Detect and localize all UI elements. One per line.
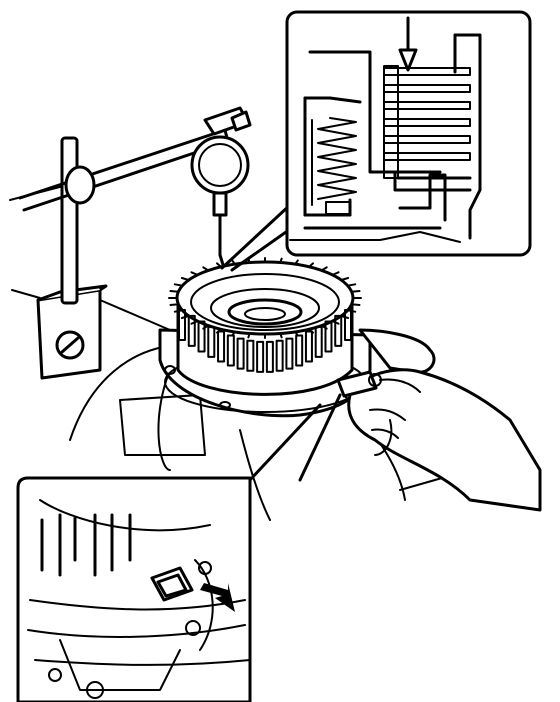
oil-passage-hole: [150, 566, 194, 602]
dial-indicator: [190, 106, 252, 270]
technician-hand: [336, 328, 542, 512]
drum-spline: [256, 340, 265, 373]
spline-tooth: [350, 290, 361, 293]
clutch-plate-stack: [383, 65, 472, 180]
indicator-stand-rod: [18, 128, 230, 305]
drum-spline: [295, 334, 304, 367]
detail-bottom-left: [16, 476, 252, 702]
drum-spline: [265, 340, 274, 373]
spline-tooth: [350, 303, 361, 306]
drum-spline: [207, 325, 216, 358]
spline-tooth: [180, 277, 190, 281]
drum-spline: [236, 337, 245, 370]
drum-spline: [314, 325, 323, 358]
callout-leaders: [220, 203, 342, 482]
drum-spline: [324, 320, 333, 353]
spline-tooth: [308, 262, 314, 268]
drum-lower-splines: [178, 309, 352, 373]
arrow-icon: [200, 583, 235, 612]
drum-spline: [217, 330, 226, 363]
spline-tooth: [340, 277, 350, 281]
spline-tooth: [231, 259, 236, 266]
drum-spline: [187, 314, 196, 347]
spline-tooth: [247, 332, 251, 339]
spline-tooth: [320, 266, 328, 272]
spline-tooth: [173, 283, 184, 287]
spline-tooth: [202, 266, 210, 272]
drum-spline: [285, 337, 294, 370]
drum-spline: [197, 320, 206, 353]
spline-tooth: [331, 271, 340, 276]
drum-spline: [275, 339, 284, 372]
drum-spline: [334, 314, 343, 347]
drum-spline-teeth: [168, 257, 362, 339]
drum-spline: [304, 330, 313, 363]
spline-tooth: [216, 262, 222, 268]
spline-tooth: [169, 303, 180, 306]
drum-spline: [178, 309, 186, 341]
spline-tooth: [346, 283, 357, 287]
drum-spline: [344, 309, 352, 341]
return-spring: [317, 117, 357, 215]
rod-clamp: [64, 165, 96, 205]
spline-tooth: [294, 259, 299, 266]
spring-coil: [317, 117, 357, 200]
magnetic-base: [36, 284, 108, 380]
drum-spline: [246, 339, 255, 372]
spline-tooth: [279, 332, 283, 339]
indicator-probe-tip: [398, 48, 418, 72]
spline-tooth: [279, 257, 283, 264]
spring-seat: [325, 201, 351, 215]
detail-top-right: [285, 10, 532, 257]
spline-tooth: [190, 271, 199, 276]
drum-spline: [226, 334, 235, 367]
clutch-drum: [158, 257, 372, 418]
spline-tooth: [169, 290, 180, 293]
pressure-plate: [383, 65, 399, 179]
